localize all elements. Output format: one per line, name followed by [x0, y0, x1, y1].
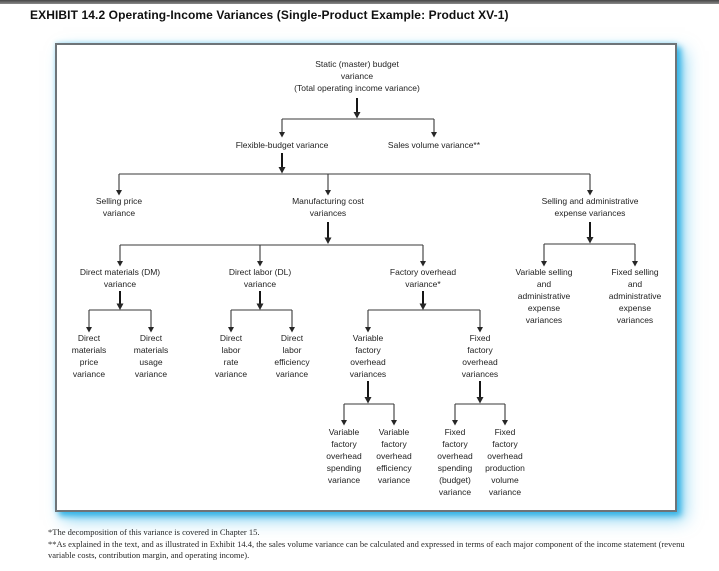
- flowchart-panel: Static (master) budget variance (Total o…: [55, 43, 677, 512]
- footnotes: *The decomposition of this variance is c…: [48, 527, 719, 562]
- exhibit-title: EXHIBIT 14.2 Operating-Income Variances …: [30, 8, 509, 22]
- connector-sellingadmin-to-level4: [541, 222, 638, 267]
- node-fixed-selling-admin-variances: Fixed selling and administrative expense…: [608, 267, 662, 325]
- node-direct-labor-variance: Direct labor (DL) variance: [228, 267, 292, 289]
- node-dl-rate-variance: Direct labor rate variance: [214, 333, 248, 379]
- node-selling-price-variance: Selling price variance: [95, 196, 143, 218]
- connector-flexible-to-level3: [116, 153, 593, 196]
- node-factory-overhead-variance: Factory overhead variance*: [389, 267, 457, 289]
- node-ffoh-production-volume-variance: Fixed factory overhead production volume…: [485, 427, 525, 497]
- node-direct-materials-variance: Direct materials (DM) variance: [79, 267, 161, 289]
- node-fixed-foh-variances: Fixed factory overhead variances: [461, 333, 499, 379]
- footnote-1: *The decomposition of this variance is c…: [48, 527, 260, 537]
- connector-static-to-level2: [279, 98, 437, 138]
- node-vfoh-efficiency-variance: Variable factory overhead efficiency var…: [376, 427, 412, 485]
- node-dm-usage-variance: Direct materials usage variance: [133, 333, 169, 379]
- node-flexible-budget-variance: Flexible-budget variance: [235, 140, 329, 150]
- node-variable-selling-admin-variances: Variable selling and administrative expe…: [515, 267, 573, 325]
- node-variable-foh-variances: Variable factory overhead variances: [349, 333, 387, 379]
- node-dm-price-variance: Direct materials price variance: [71, 333, 107, 379]
- connector-vfoh-to-children: [341, 381, 397, 426]
- footnote-2-continuation: variable costs, contribution margin, and…: [48, 550, 250, 560]
- connector-dl-to-children: [228, 291, 295, 333]
- node-sales-volume-variance: Sales volume variance**: [387, 140, 481, 150]
- scan-edge-strip: [0, 0, 719, 4]
- connector-ffoh-to-children: [452, 381, 508, 426]
- node-selling-admin-expense-variances: Selling and administrative expense varia…: [541, 196, 639, 218]
- node-manufacturing-cost-variances: Manufacturing cost variances: [292, 196, 364, 218]
- flowchart-connectors: [86, 98, 638, 426]
- connector-foh-to-children: [365, 291, 483, 333]
- node-static-master-budget-variance: Static (master) budget variance (Total o…: [294, 59, 420, 93]
- node-ffoh-spending-budget-variance: Fixed factory overhead spending (budget)…: [437, 427, 473, 497]
- footnote-2: **As explained in the text, and as illus…: [48, 538, 685, 549]
- connector-dm-to-children: [86, 291, 154, 333]
- node-dl-efficiency-variance: Direct labor efficiency variance: [274, 333, 310, 379]
- connector-manufacturing-to-level4: [117, 222, 426, 267]
- node-vfoh-spending-variance: Variable factory overhead spending varia…: [326, 427, 362, 485]
